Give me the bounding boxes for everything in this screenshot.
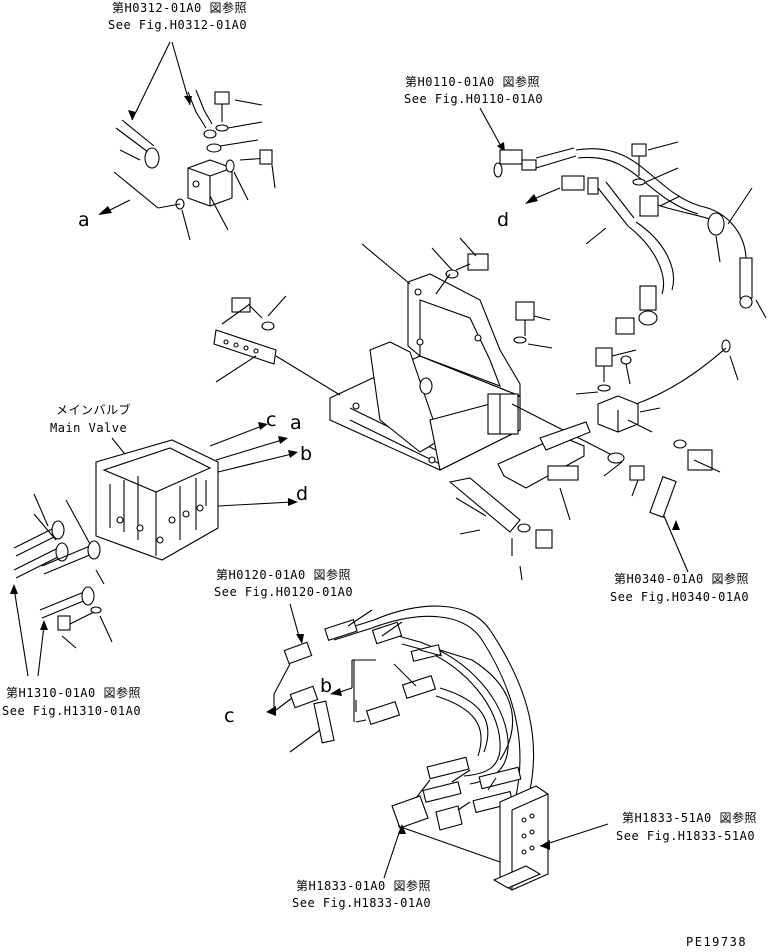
connection-letter-b-bottom: b: [320, 675, 333, 697]
ref-h0312-jp: 第H0312-01A0 図参照: [112, 1, 247, 15]
connection-letter-d-top: d: [497, 209, 510, 231]
ref-h1310-en: See Fig.H1310-01A0: [2, 704, 142, 718]
ref-h1833-01-en: See Fig.H1833-01A0: [292, 896, 432, 910]
main-valve-group: [10, 422, 298, 677]
ref-h0340-jp: 第H0340-01A0 図参照: [614, 572, 749, 586]
top-left-valve-block-group: [98, 41, 276, 241]
ref-h1833-51-jp: 第H1833-51A0 図参照: [622, 811, 757, 825]
ref-h0120-jp: 第H0120-01A0 図参照: [216, 568, 351, 582]
ref-h0312-en: See Fig.H0312-01A0: [108, 18, 248, 32]
bottom-hose-group: [266, 603, 609, 891]
ref-h0120-en: See Fig.H0120-01A0: [214, 585, 354, 599]
connection-letter-c-valve: c: [266, 409, 277, 431]
main-valve-label-en: Main Valve: [50, 421, 128, 435]
ref-h1833-01-jp: 第H1833-01A0 図参照: [296, 879, 431, 893]
ref-h0340-en: See Fig.H0340-01A0: [610, 590, 750, 604]
connection-letter-a-valve: a: [290, 412, 302, 434]
main-valve-label-jp: メインバルブ: [56, 403, 132, 417]
connection-letter-b-valve: b: [300, 443, 313, 465]
main-frame-bracket: [213, 237, 739, 581]
ref-h1310-jp: 第H1310-01A0 図参照: [6, 686, 141, 700]
top-right-hose-group: [479, 107, 767, 335]
ref-h1833-51-en: See Fig.H1833-51A0: [616, 829, 756, 843]
connection-letter-c-bottom: c: [224, 705, 235, 727]
connection-letter-d-valve: d: [296, 483, 309, 505]
connection-letter-a-top: a: [78, 209, 90, 231]
drawing-id: PE19738: [686, 935, 748, 949]
ref-h0110-jp: 第H0110-01A0 図参照: [405, 75, 540, 89]
ref-h0110-en: See Fig.H0110-01A0: [404, 92, 544, 106]
